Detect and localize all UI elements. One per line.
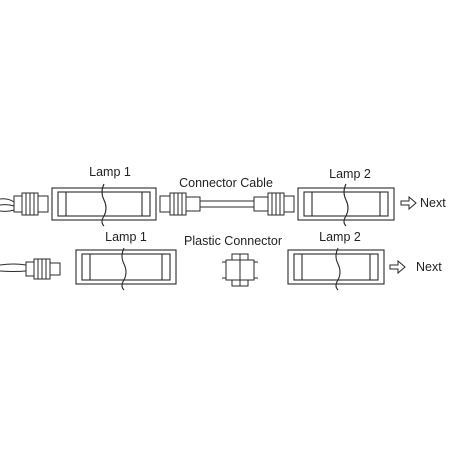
row-2: Lamp 1 Plastic Connector Lamp 2 Next bbox=[0, 230, 442, 291]
arrow-right-icon bbox=[400, 195, 417, 211]
row-1: Lamp 1 Connector Cable Lamp bbox=[0, 165, 446, 227]
row2-lamp1-label: Lamp 1 bbox=[105, 230, 147, 244]
lamp-1-icon bbox=[75, 247, 177, 291]
row1-next-label: Next bbox=[420, 196, 446, 210]
plug-icon bbox=[0, 192, 49, 216]
lamp-2-icon bbox=[287, 247, 385, 291]
lamp-1-icon bbox=[51, 183, 157, 227]
row1-lamp1-label: Lamp 1 bbox=[89, 165, 131, 179]
plug-icon bbox=[0, 258, 61, 280]
arrow-right-icon bbox=[389, 259, 406, 275]
row1-lamp2-label: Lamp 2 bbox=[329, 167, 371, 181]
row1-connector-cable-label: Connector Cable bbox=[179, 176, 273, 190]
row2-next-label: Next bbox=[416, 260, 442, 274]
plastic-connector-icon bbox=[222, 253, 258, 287]
row2-lamp2-label: Lamp 2 bbox=[319, 230, 361, 244]
row2-plastic-connector-label: Plastic Connector bbox=[184, 234, 282, 248]
lamp-2-icon bbox=[297, 183, 395, 227]
connector-cable-icon bbox=[159, 192, 295, 216]
